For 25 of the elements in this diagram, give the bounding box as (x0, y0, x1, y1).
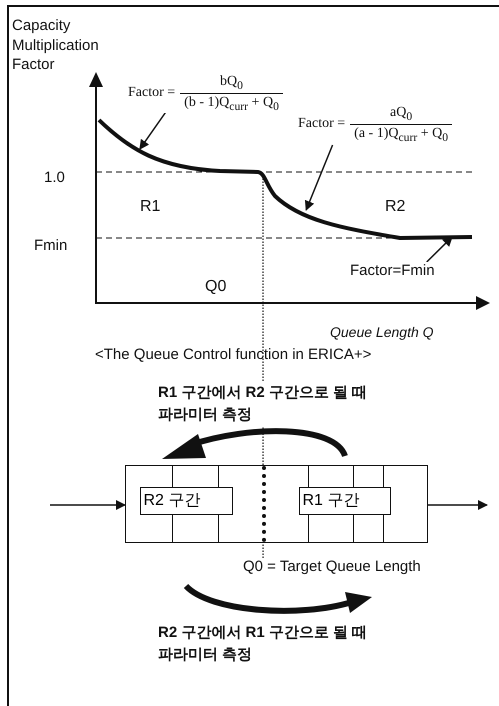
formula-denominator: (a - 1)Q$_{curr}$ + Q$_{0}$ (350, 124, 452, 144)
text-label: Queue Length Q (330, 323, 434, 342)
flow-arrow (50, 500, 126, 510)
text-label: R2 (385, 197, 406, 217)
formula-numerator: aQ$_{0}$ (389, 105, 414, 124)
formula-text: Factor = (128, 85, 176, 102)
callout-text: Q0 = Target Queue Length (243, 558, 421, 575)
text-label: Capacity Multiplication Factor (12, 16, 100, 74)
text-label: <The Queue Control function in ERICA+> (95, 345, 372, 364)
formula-text: Factor = (298, 116, 346, 132)
region-label: R1 구간 (298, 486, 390, 514)
leader-arrow (139, 112, 166, 150)
queue-box (125, 465, 428, 543)
factor-curve (98, 118, 472, 240)
leader-arrow (426, 236, 453, 263)
region-label: R2 구간 (140, 486, 232, 514)
text-label: R1 (140, 197, 160, 217)
formula-denominator: (b - 1)Q$_{curr}$ + Q$_{0}$ (180, 92, 283, 113)
formula-numerator: bQ$_{0}$ (219, 74, 244, 93)
text-label: 1.0 (44, 168, 65, 188)
flow-arrow (428, 500, 488, 510)
leader-arrow (304, 144, 334, 211)
text-label: Q0 (205, 277, 226, 297)
text-label: Fmin (34, 236, 68, 256)
target-divider (262, 466, 266, 542)
